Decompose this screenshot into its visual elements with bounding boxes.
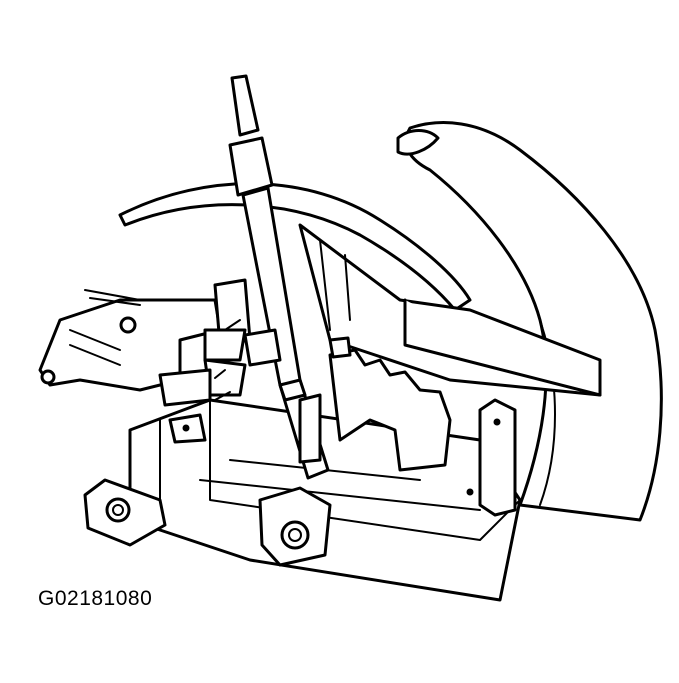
linkage-pins	[158, 278, 352, 444]
pivot-bracket	[258, 393, 332, 567]
left-mount-tab	[83, 478, 167, 547]
console-armrest	[396, 121, 663, 522]
detent-plate	[328, 348, 452, 472]
figure-code: G02181080	[38, 587, 153, 610]
trim-bezel	[118, 182, 472, 312]
right-post	[466, 398, 517, 517]
